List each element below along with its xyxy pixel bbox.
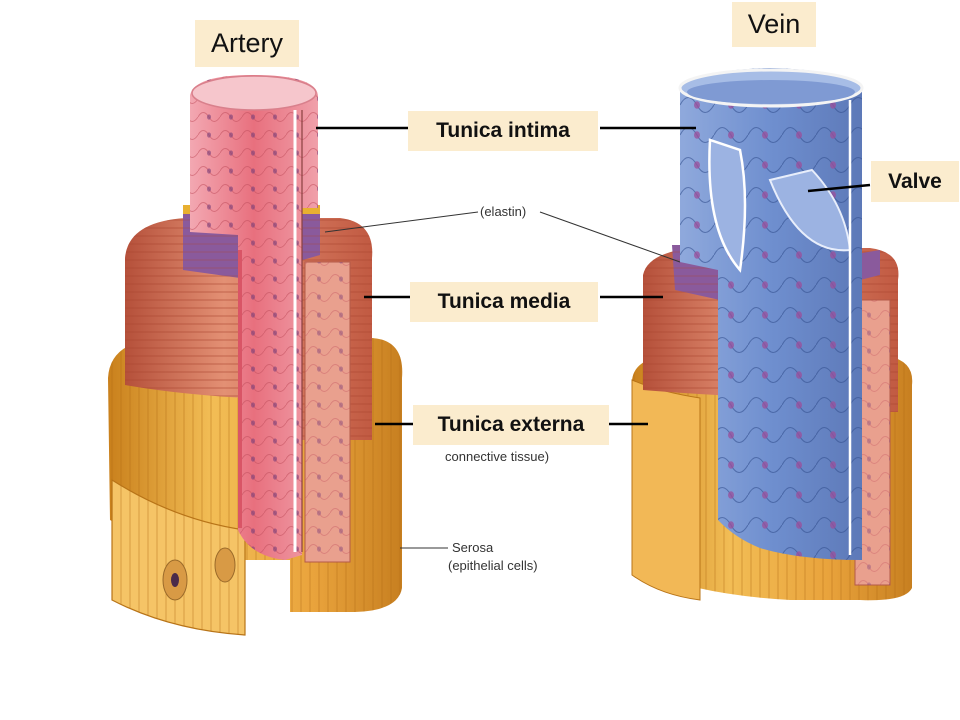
original-leader-lines: [324, 211, 681, 549]
elastin-label: (elastin): [480, 204, 527, 219]
artery-title: Artery: [195, 20, 299, 67]
tunica-media-label: Tunica media: [410, 282, 598, 322]
connective-tissue-label: connective tissue): [445, 449, 550, 464]
vein-title: Vein: [732, 2, 816, 47]
serosa-label: Serosa: [452, 540, 494, 555]
vein-illustration: [631, 68, 913, 601]
valve-label: Valve: [871, 161, 959, 202]
epithelial-cells-label: (epithelial cells): [448, 558, 538, 573]
artery-illustration: [108, 75, 403, 636]
tunica-intima-label: Tunica intima: [408, 111, 598, 151]
leader-valve: [807, 183, 871, 193]
vein-valve-cusp: [708, 138, 747, 273]
tunica-externa-label: Tunica externa: [413, 405, 609, 445]
leader-lines: [316, 126, 871, 426]
